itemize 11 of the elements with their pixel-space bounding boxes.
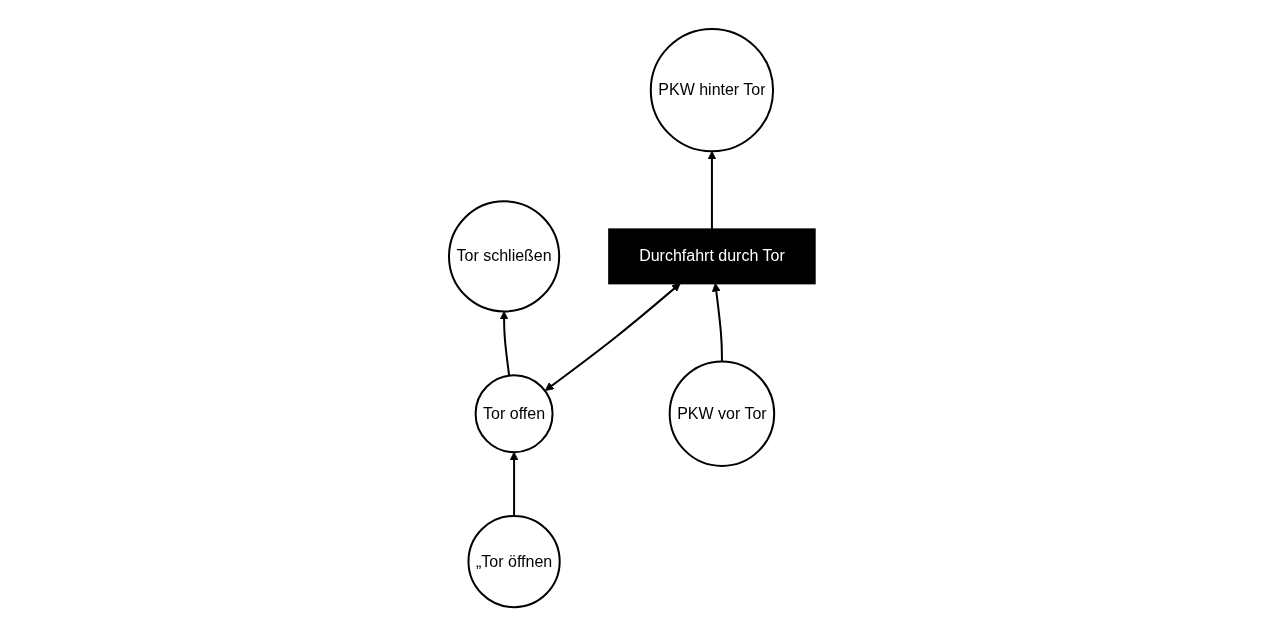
node-circle: PKW hinter Tor <box>649 27 774 153</box>
node-circle: PKW vor Tor <box>668 360 775 467</box>
node-circle: „Tor öffnen <box>467 514 561 609</box>
node-circle: Tor offen <box>474 374 554 454</box>
node-box: Durchfahrt durch Tor <box>607 228 816 285</box>
arrow <box>544 282 681 391</box>
arrow <box>499 310 510 377</box>
arrow <box>711 282 723 363</box>
arrow <box>509 451 519 517</box>
node-circle: Tor schließen <box>447 200 560 313</box>
arrow <box>707 150 716 231</box>
